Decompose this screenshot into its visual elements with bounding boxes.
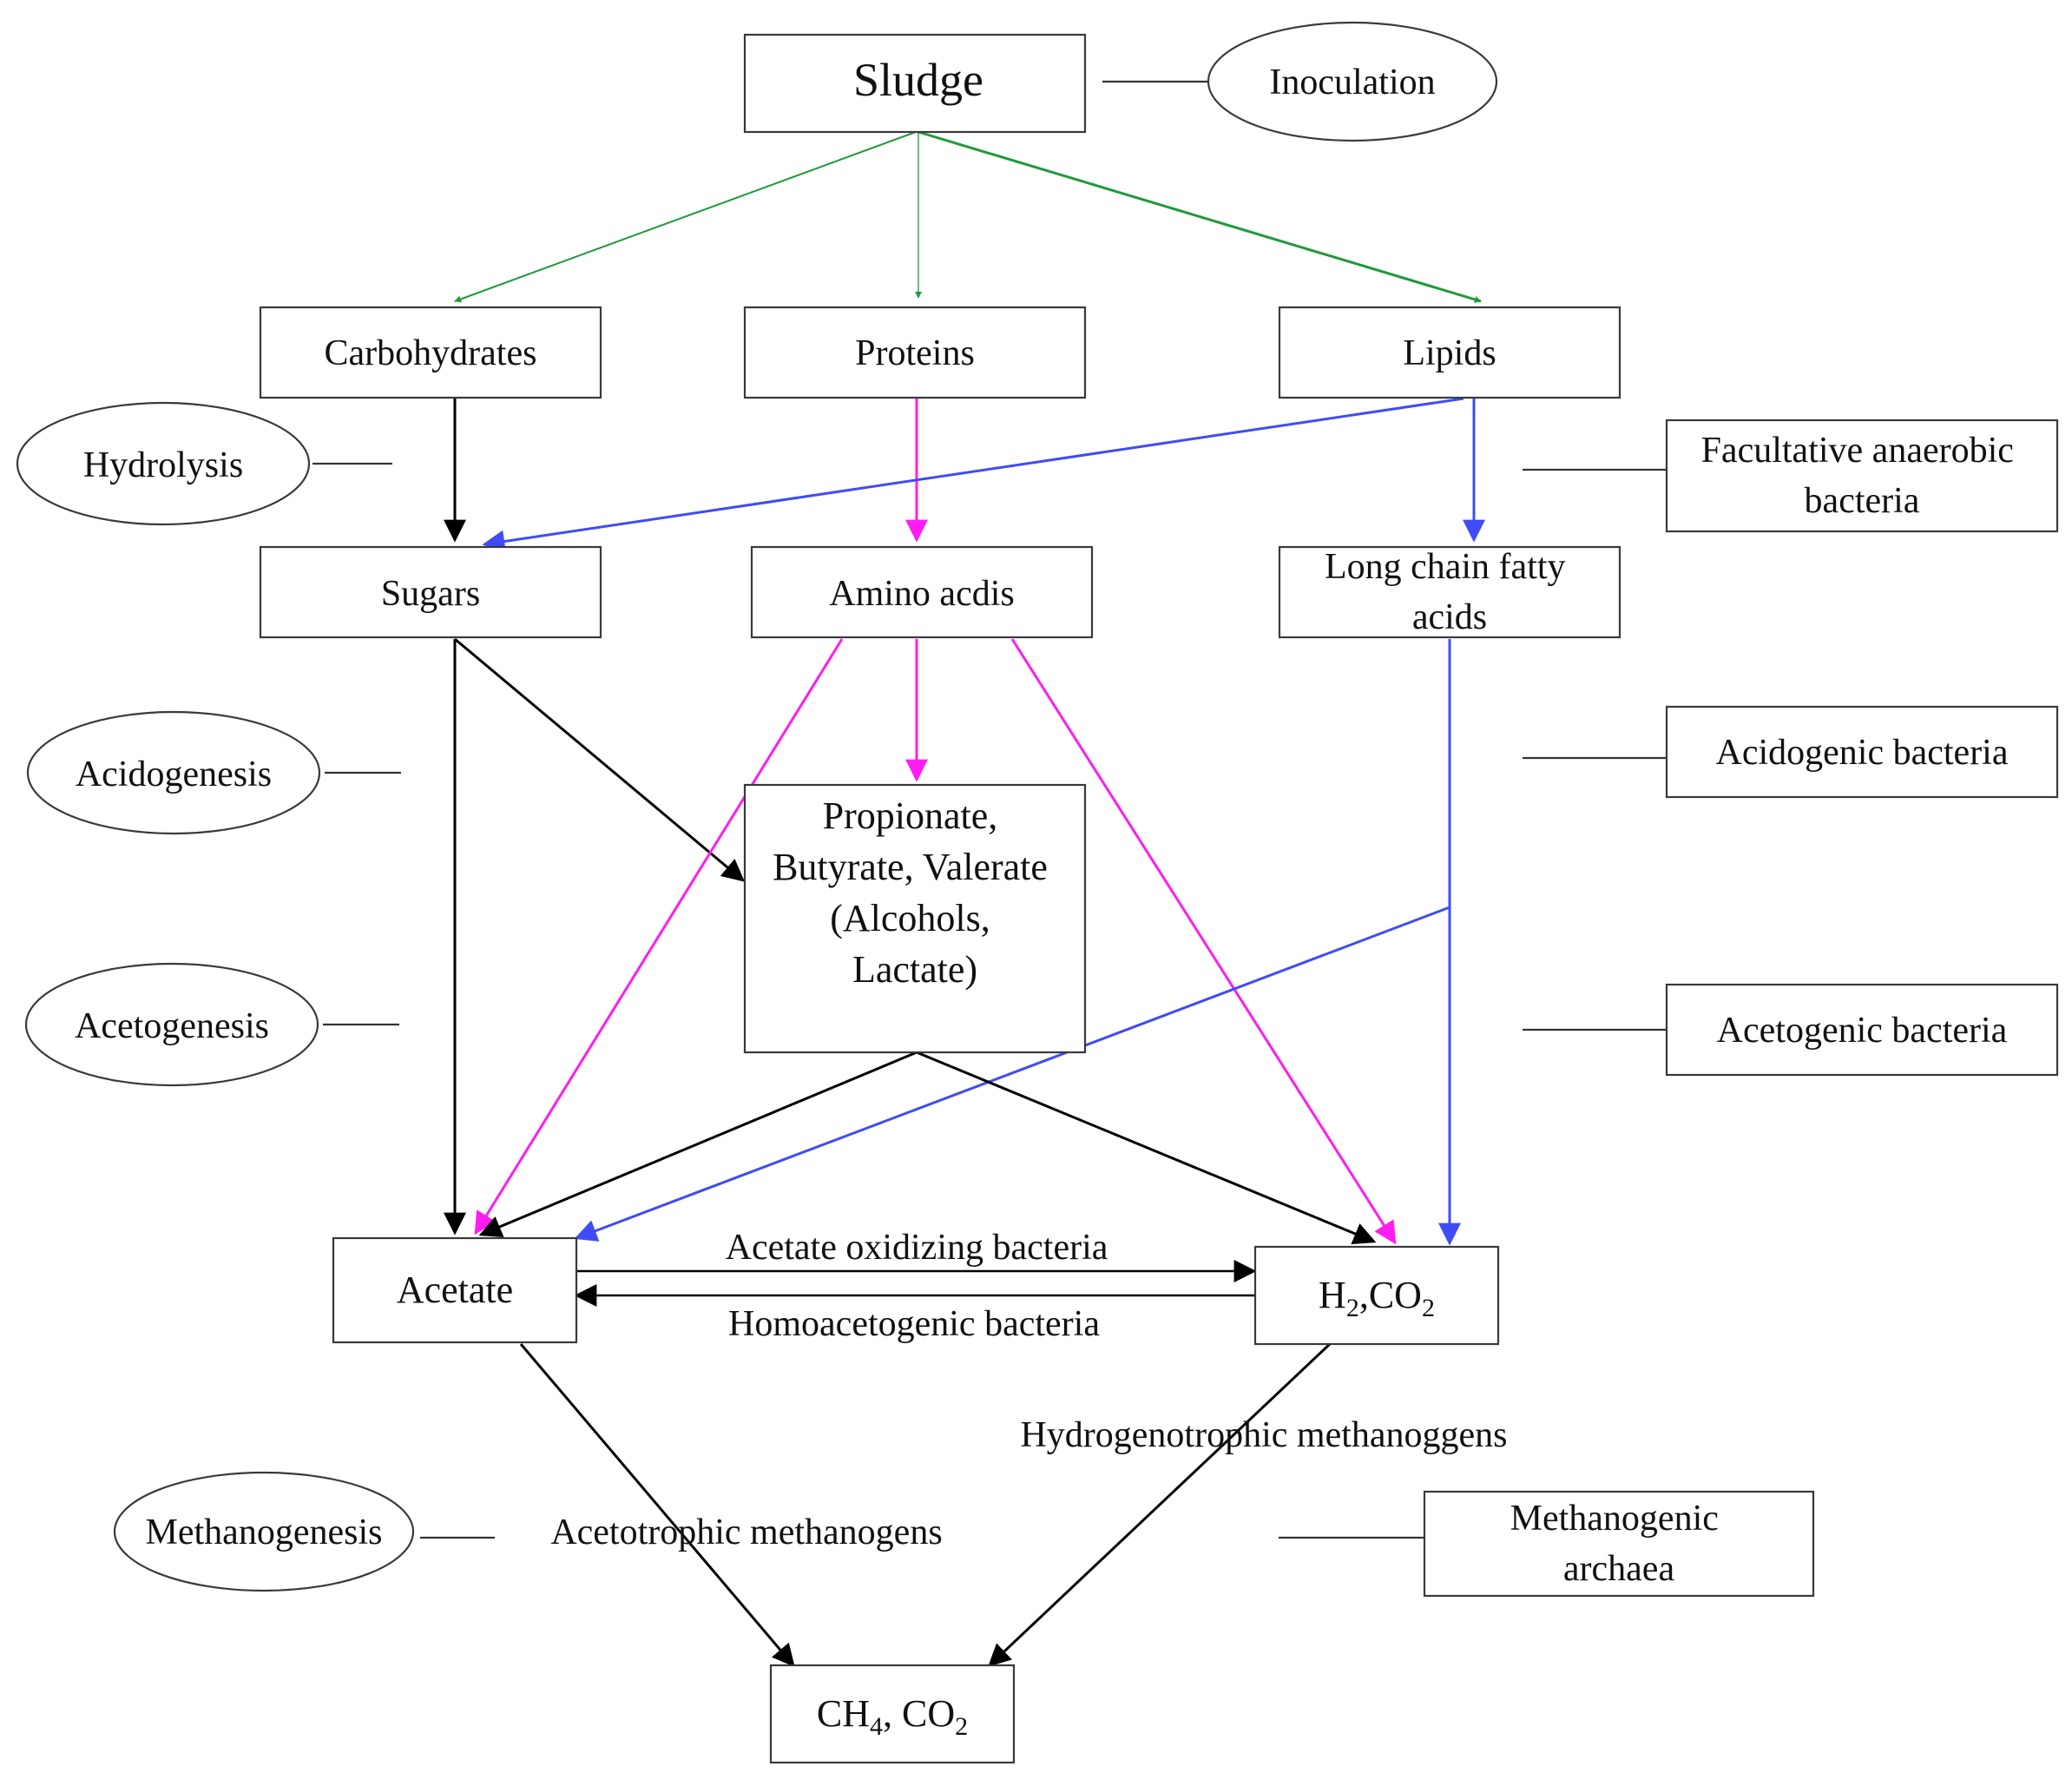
node-lcfa-line-1: Long chain fatty — [1325, 547, 1566, 587]
node-intermediates-line-1: Propionate, — [823, 794, 998, 837]
arrow-h2co2-to-ch4co2 — [988, 1342, 1332, 1667]
node-proteins-label: Proteins — [855, 333, 975, 373]
node-ch4co2-label: CH4, CO2 — [817, 1692, 968, 1741]
stage-inoculation-label: Inoculation — [1269, 63, 1435, 102]
edge-label-hydrogenotrophic: Hydrogenotrophic methanoggens — [1020, 1415, 1507, 1455]
node-intermediates: Propionate, Butyrate, Valerate (Alcohols… — [743, 783, 1087, 1054]
node-amino-acids-label: Amino acdis — [829, 574, 1014, 614]
node-h2co2-o-sub: 2 — [1422, 1294, 1435, 1322]
microbe-facultative: Facultative anaerobic bacteria — [1665, 418, 2059, 533]
node-h2co2-label: H2,CO2 — [1319, 1274, 1435, 1322]
stage-hydrolysis-label: Hydrolysis — [83, 445, 243, 485]
arrow-intermediates-to-h2co2 — [916, 1051, 1377, 1245]
node-ch4co2-o-sub: 2 — [955, 1712, 968, 1741]
microbe-methanogenic-label: Methanogenic archaea — [1510, 1499, 1728, 1589]
node-proteins: Proteins — [743, 306, 1087, 399]
node-lipids: Lipids — [1278, 306, 1621, 399]
node-carbohydrates-label: Carbohydrates — [325, 333, 537, 373]
microbe-acidogenic-label: Acidogenic bacteria — [1716, 733, 2009, 773]
node-lcfa: Long chain fatty acids — [1278, 545, 1621, 639]
edge-label-homoacetogenic: Homoacetogenic bacteria — [728, 1304, 1100, 1344]
arrow-sugars-to-intermediates — [454, 637, 745, 882]
stage-acetogenesis: Acetogenesis — [24, 962, 319, 1087]
node-h2co2-h: H — [1319, 1274, 1346, 1316]
node-h2co2: H2,CO2 — [1253, 1245, 1500, 1346]
arrow-amino-acids-to-h2co2 — [1010, 638, 1397, 1245]
microbe-facultative-line-2: bacteria — [1805, 481, 1920, 521]
stage-hydrolysis: Hydrolysis — [16, 401, 311, 526]
node-h2co2-h-sub: 2 — [1346, 1294, 1359, 1322]
arrow-lipids-to-sugars — [482, 397, 1464, 553]
node-ch4co2: CH4, CO2 — [769, 1664, 1016, 1764]
arrow-intermediates-to-acetate — [478, 1051, 918, 1237]
microbe-facultative-label: Facultative anaerobic bacteria — [1701, 431, 2023, 521]
node-intermediates-line-3: (Alcohols, — [830, 897, 990, 939]
stage-acidogenesis-label: Acidogenesis — [76, 755, 272, 794]
node-ch4co2-ch: CH — [817, 1692, 870, 1735]
node-lipids-label: Lipids — [1403, 333, 1496, 373]
microbe-methanogenic-line-1: Methanogenic — [1510, 1499, 1719, 1539]
microbe-acetogenic: Acetogenic bacteria — [1665, 983, 2059, 1077]
stage-acidogenesis: Acidogenesis — [26, 710, 321, 835]
microbe-methanogenic: Methanogenic archaea — [1423, 1490, 1815, 1598]
stage-methanogenesis-label: Methanogenesis — [146, 1512, 383, 1552]
arrow-lcfa-to-acetate — [574, 906, 1450, 1242]
node-ch4co2-ch-sub: 4 — [870, 1712, 883, 1741]
arrow-sludge-to-carbohydrates — [454, 131, 917, 303]
arrow-amino-acids-to-acetate — [474, 638, 844, 1236]
microbe-acetogenic-label: Acetogenic bacteria — [1717, 1011, 2008, 1051]
stage-methanogenesis: Methanogenesis — [113, 1471, 415, 1592]
microbe-facultative-line-1: Facultative anaerobic — [1701, 431, 2014, 471]
arrow-sludge-to-lipids — [918, 130, 1482, 303]
node-acetate: Acetate — [332, 1236, 578, 1344]
stage-inoculation: Inoculation — [1207, 21, 1498, 142]
node-h2co2-mid: ,CO — [1359, 1274, 1422, 1316]
node-intermediates-label: Propionate, Butyrate, Valerate (Alcohols… — [773, 794, 1057, 991]
edge-label-acetotrophic: Acetotrophic methanogens — [550, 1512, 942, 1552]
edge-label-acetate-oxidizing: Acetate oxidizing bacteria — [726, 1228, 1108, 1268]
stage-acetogenesis-label: Acetogenesis — [75, 1006, 269, 1046]
node-sludge: Sludge — [743, 33, 1087, 134]
node-intermediates-line-2: Butyrate, Valerate — [773, 846, 1048, 888]
node-sugars: Sugars — [259, 545, 602, 639]
node-carbohydrates: Carbohydrates — [259, 306, 602, 399]
node-sugars-label: Sugars — [381, 574, 480, 614]
microbe-methanogenic-line-2: archaea — [1563, 1549, 1675, 1589]
microbe-acidogenic: Acidogenic bacteria — [1665, 705, 2059, 799]
node-ch4co2-mid: , CO — [883, 1692, 955, 1735]
node-intermediates-line-4: Lactate) — [852, 948, 977, 991]
node-amino-acids: Amino acdis — [750, 545, 1094, 639]
node-lcfa-line-2: acids — [1412, 597, 1487, 637]
node-sludge-label: Sludge — [853, 54, 983, 106]
node-lcfa-label: Long chain fatty acids — [1325, 547, 1575, 637]
node-acetate-label: Acetate — [397, 1269, 513, 1311]
arrow-acetate-to-ch4co2 — [519, 1343, 795, 1667]
